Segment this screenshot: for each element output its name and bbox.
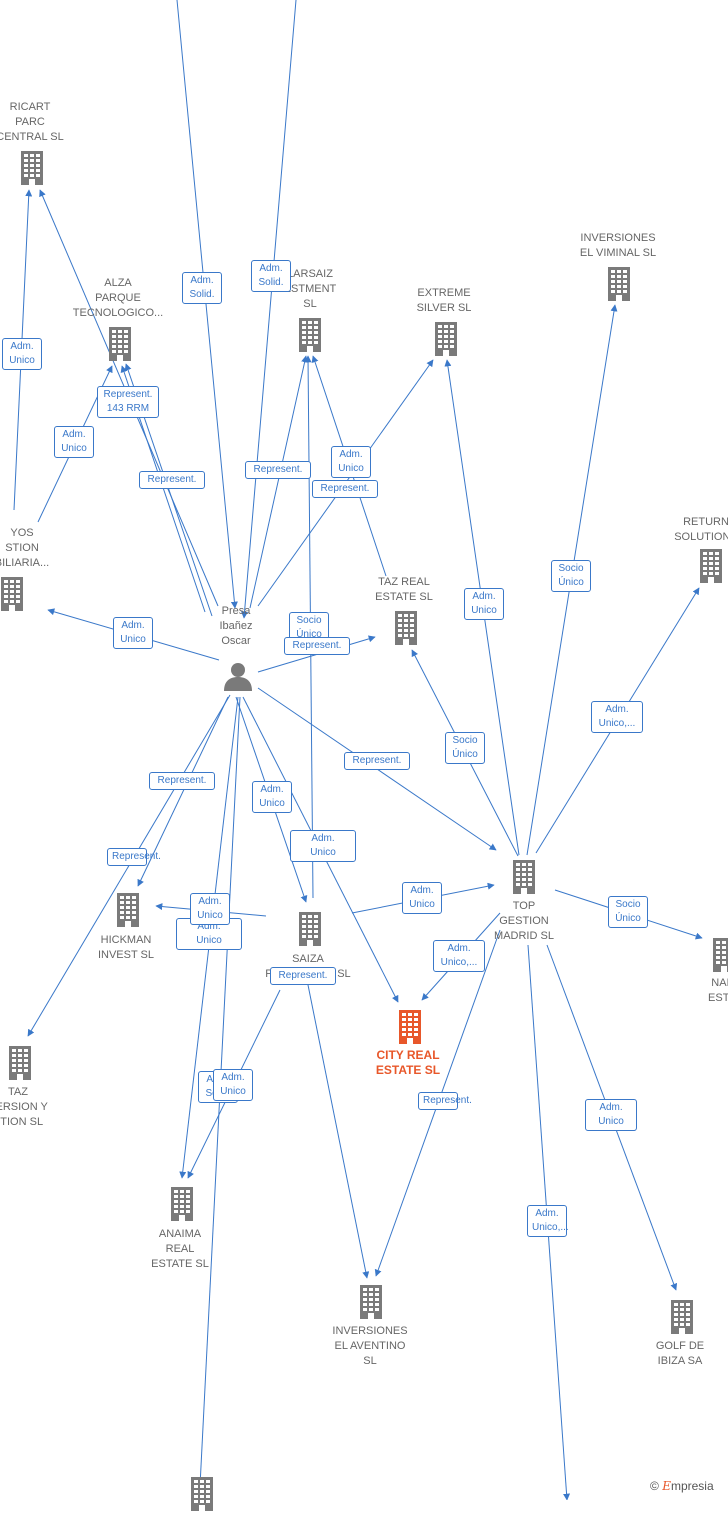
- node-label-taz_inv[interactable]: TAZ VERSION Y STION SL: [0, 1086, 48, 1128]
- brand-initial: E: [662, 1479, 671, 1493]
- edge-label-5[interactable]: Represent.: [139, 471, 205, 489]
- edge-1: [241, 0, 297, 619]
- edge-label-15[interactable]: Socio Único: [445, 732, 485, 764]
- building-icon[interactable]: [397, 1010, 423, 1049]
- empresia-brand: © Empresia: [650, 1479, 714, 1493]
- node-label-ayos[interactable]: YOS STION BILIARIA...: [0, 527, 50, 569]
- building-icon[interactable]: [711, 938, 728, 977]
- building-icon[interactable]: [669, 1300, 695, 1339]
- building-icon[interactable]: [297, 912, 323, 951]
- building-icon[interactable]: [0, 577, 25, 616]
- building-icon[interactable]: [107, 327, 133, 366]
- edge-label-7[interactable]: Adm. Unico: [331, 446, 371, 478]
- edge-label-13[interactable]: Socio Único: [551, 560, 591, 592]
- edge-label-26[interactable]: Represent.: [418, 1092, 472, 1110]
- building-icon[interactable]: [606, 267, 632, 306]
- edge-label-4[interactable]: Adm. Unico: [54, 426, 94, 458]
- building-icon[interactable]: [297, 318, 323, 357]
- edge-label-2[interactable]: Adm. Unico: [2, 338, 42, 370]
- edge-label-22[interactable]: Represent.: [270, 967, 336, 985]
- node-label-hickman[interactable]: HICKMAN INVEST SL: [97, 934, 155, 961]
- edge-label-12[interactable]: Adm. Unico: [464, 588, 504, 620]
- node-label-top[interactable]: TOP GESTION MADRID SL: [494, 900, 554, 942]
- edge-label-29[interactable]: Adm. Unico: [585, 1099, 637, 1131]
- node-label-city[interactable]: CITY REAL ESTATE SL: [375, 1048, 441, 1077]
- building-icon[interactable]: [511, 860, 537, 899]
- edge-label-8[interactable]: Represent.: [312, 480, 378, 498]
- copyright-symbol: ©: [650, 1479, 659, 1493]
- edge-label-25[interactable]: Adm. Unico,...: [433, 940, 485, 972]
- edge-0: [176, 0, 238, 609]
- building-icon[interactable]: [189, 1477, 215, 1516]
- edge-label-18[interactable]: Adm. Unico: [252, 781, 292, 813]
- node-label-return[interactable]: RETURN SOLUTIONS: [674, 516, 728, 543]
- building-icon[interactable]: [115, 893, 141, 932]
- edge-label-19[interactable]: Adm. Unico: [290, 830, 356, 862]
- node-label-taz_real[interactable]: TAZ REAL ESTATE SL: [375, 576, 433, 603]
- brand-name: mpresia: [670, 1479, 714, 1493]
- edge-label-9[interactable]: Adm. Unico: [113, 617, 153, 649]
- node-label-nal[interactable]: NAL ESTA: [708, 977, 728, 1004]
- edge-label-6[interactable]: Represent.: [245, 461, 311, 479]
- node-label-presa[interactable]: Presa Ibañez Oscar: [219, 605, 253, 647]
- node-label-golf[interactable]: GOLF DE IBIZA SA: [655, 1340, 705, 1367]
- node-label-extreme[interactable]: EXTREME SILVER SL: [416, 287, 472, 314]
- edge-label-11[interactable]: Represent.: [284, 637, 350, 655]
- building-icon[interactable]: [19, 151, 45, 190]
- edge-label-28[interactable]: Adm. Unico: [213, 1069, 253, 1101]
- edge-label-16[interactable]: Represent.: [344, 752, 410, 770]
- building-icon[interactable]: [169, 1187, 195, 1226]
- node-label-larsaiz[interactable]: LARSAIZ ESTMENT SL: [283, 268, 337, 310]
- edge-label-23[interactable]: Adm. Unico: [402, 882, 442, 914]
- node-label-ricart[interactable]: RICART PARC CENTRAL SL: [0, 101, 64, 143]
- building-icon[interactable]: [393, 611, 419, 650]
- building-icon[interactable]: [698, 549, 724, 588]
- edge-label-0[interactable]: Adm. Solid.: [182, 272, 222, 304]
- edge-label-24[interactable]: Socio Único: [608, 896, 648, 928]
- edge-7: [249, 355, 309, 609]
- edge-label-31[interactable]: Adm. Unico: [190, 893, 230, 925]
- node-label-aventino[interactable]: INVERSIONES EL AVENTINO SL: [332, 1325, 408, 1367]
- node-label-anaima[interactable]: ANAIMA REAL ESTATE SL: [151, 1228, 209, 1270]
- edge-32: [305, 974, 370, 1279]
- building-icon[interactable]: [433, 322, 459, 361]
- node-label-viminal[interactable]: INVERSIONES EL VIMINAL SL: [579, 232, 657, 259]
- edge-label-1[interactable]: Adm. Solid.: [251, 260, 291, 292]
- edge-label-17[interactable]: Represent.: [149, 772, 215, 790]
- person-icon[interactable]: [223, 661, 253, 696]
- edge-18: [137, 696, 229, 887]
- edge-label-30[interactable]: Adm. Unico,...: [527, 1205, 569, 1237]
- edge-label-14[interactable]: Adm. Unico,...: [591, 701, 643, 733]
- edge-label-20[interactable]: Represent.: [107, 848, 161, 866]
- node-label-alza[interactable]: ALZA PARQUE TECNOLOGICO...: [72, 277, 164, 319]
- building-icon[interactable]: [358, 1285, 384, 1324]
- building-icon[interactable]: [7, 1046, 33, 1085]
- edge-label-3[interactable]: Represent. 143 RRM: [97, 386, 159, 418]
